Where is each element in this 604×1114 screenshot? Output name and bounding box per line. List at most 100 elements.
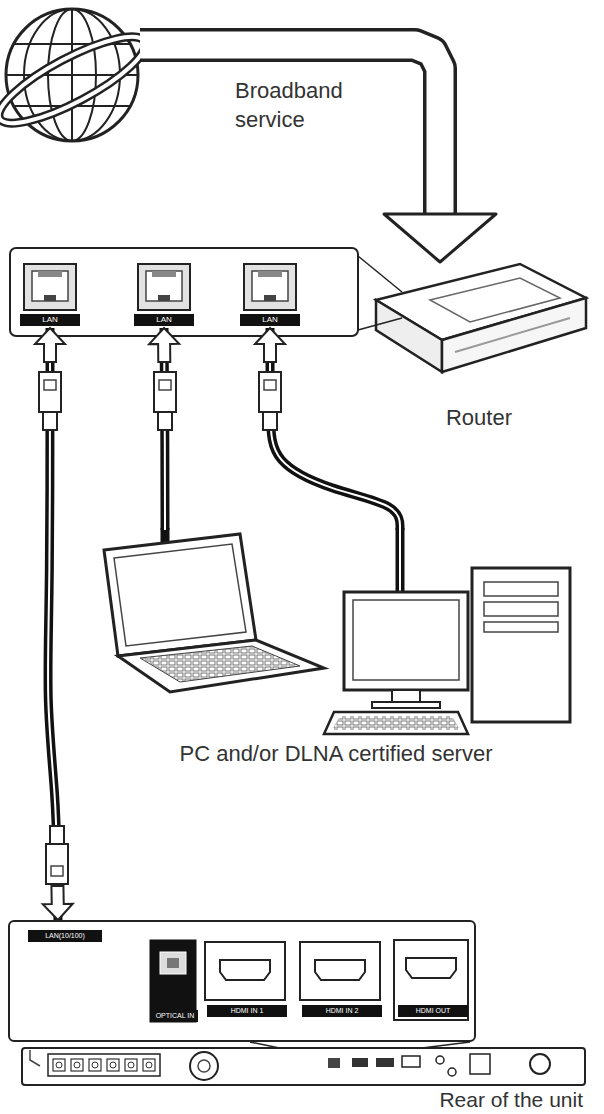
speaker-terminal: [89, 1059, 101, 1071]
unit-body: [436, 1056, 444, 1064]
desktop-icon: [344, 592, 468, 690]
speaker-terminal: [110, 1062, 116, 1068]
broadband-arrow: [140, 45, 496, 262]
port-label: LAN: [134, 314, 194, 326]
port-label: LAN(10/100): [28, 930, 102, 942]
desktop-icon: [324, 712, 468, 734]
lan-plug: [46, 826, 68, 884]
lan-cable: [255, 328, 400, 530]
speaker-terminal: [143, 1059, 155, 1071]
router-lan-port: LAN: [134, 258, 194, 328]
unit-body: [402, 1056, 420, 1067]
arrow-head: [255, 328, 285, 362]
lan-plug: [50, 826, 64, 844]
unit-node: Rear of the unit: [15, 1046, 592, 1112]
caption-text: Router: [368, 404, 590, 433]
router-lan-port: LAN: [240, 258, 300, 328]
port-panel: [10, 248, 402, 336]
port-panel: [10, 248, 358, 336]
port-label: OPTICAL IN: [152, 1010, 198, 1022]
desktop-icon: [484, 622, 558, 632]
arrow-head: [149, 328, 179, 362]
unit-body: [53, 1059, 155, 1071]
text-slot: LAN(10/100): [28, 930, 102, 942]
rear-panel-ports: [160, 952, 186, 974]
rear-panel-ports: [205, 942, 285, 1000]
port-panel: [244, 264, 296, 310]
lan-plug: [46, 844, 68, 884]
lan-plug: [259, 372, 281, 412]
laptop-icon: [104, 528, 324, 692]
unit-body: [352, 1058, 368, 1067]
desktop-icon: [396, 528, 405, 592]
arrow-head: [42, 886, 73, 920]
text-slot: LAN: [134, 314, 194, 326]
port-panel: [358, 318, 402, 330]
lan-plug: [259, 372, 281, 430]
router-icon: [442, 298, 586, 372]
rear-panel-ports: [300, 942, 380, 1000]
unit-body: [448, 1068, 456, 1076]
text-slot: PC and/or DLNA certified server: [92, 740, 580, 769]
speaker-terminal: [74, 1062, 80, 1068]
caption-text: PC and/or DLNA certified server: [92, 740, 580, 769]
unit-body: [376, 1058, 394, 1067]
lan-plug: [154, 372, 176, 412]
globe-icon: [0, 22, 155, 138]
desktop-icon: [324, 528, 570, 734]
speaker-terminal: [146, 1062, 152, 1068]
globe-icon: [0, 9, 155, 141]
speaker-terminal: [125, 1059, 137, 1071]
port-panel: [24, 264, 76, 310]
router-lan-port: LAN: [20, 258, 80, 328]
cable-path: [270, 328, 400, 530]
speaker-terminal: [71, 1059, 83, 1071]
desktop-icon: [332, 716, 460, 730]
text-slot: HDMI IN 1: [207, 1005, 287, 1017]
unit-body: [530, 1054, 550, 1074]
lan-plug: [43, 412, 57, 430]
desktop-icon: [353, 600, 459, 680]
unit-body: [48, 1054, 160, 1076]
globe-node: Broadband service: [4, 7, 140, 143]
laptop-icon: [104, 534, 256, 656]
rear-panel-ports: [394, 940, 468, 1020]
router-icon: [455, 318, 570, 352]
unit-body: [22, 1048, 585, 1085]
text-slot: Rear of the unit: [385, 1088, 583, 1111]
pc-server-node: PC and/or DLNA certified server: [92, 530, 580, 772]
desktop-icon: [484, 602, 558, 616]
rear-panel-ports: [220, 960, 270, 980]
speaker-terminal: [92, 1062, 98, 1068]
router-node: Router: [368, 262, 590, 442]
globe-icon: [0, 22, 155, 138]
arrow-band: [140, 45, 440, 216]
rear-panel-zoom: LAN(10/100)OPTICAL INHDMI IN 1HDMI IN 2H…: [8, 920, 476, 1042]
text-slot: Router: [368, 404, 590, 433]
router-icon: [376, 300, 442, 372]
rear-panel-ports: [26, 940, 470, 1114]
port-label: HDMI IN 2: [302, 1005, 382, 1017]
port-label: LAN: [20, 314, 80, 326]
laptop-icon: [118, 640, 324, 692]
caption-text: Rear of the unit: [385, 1088, 583, 1111]
text-slot: LAN: [240, 314, 300, 326]
speaker-terminal: [53, 1059, 65, 1071]
rear-panel-ports: [315, 960, 365, 980]
laptop-icon: [114, 544, 246, 646]
lan-plug: [39, 372, 61, 430]
laptop-icon: [140, 646, 300, 682]
lan-cable: [149, 328, 179, 530]
arrow-head: [384, 214, 496, 262]
router-icon: [430, 278, 560, 322]
unit-body: [190, 1052, 218, 1080]
router-icon: [376, 264, 586, 372]
unit-body: [328, 1058, 340, 1068]
rear-panel-ports: [406, 958, 456, 978]
lan-plug: [44, 380, 56, 390]
unit-body: [22, 1048, 585, 1085]
text-slot: OPTICAL IN: [152, 1010, 198, 1022]
